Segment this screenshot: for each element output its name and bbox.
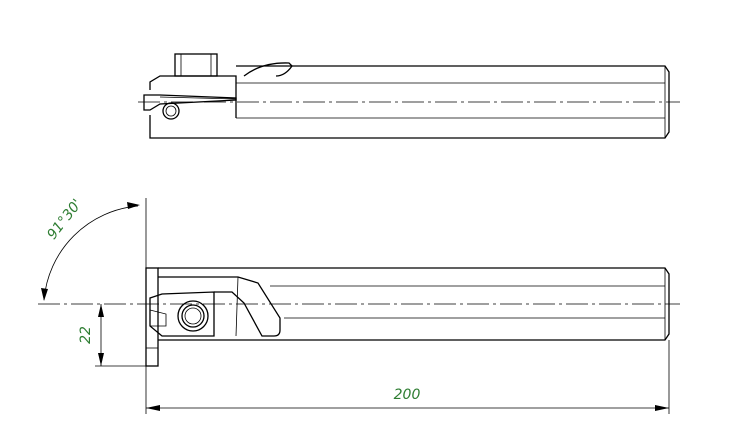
angle-dimension-text: 91°30': [44, 196, 85, 242]
top-view: [138, 53, 680, 139]
front-view-screw-middle: [181, 304, 205, 328]
front-view-screw-outer: [177, 300, 209, 332]
front-view-flange-plate: [145, 267, 159, 367]
top-view-clamp-outline: [149, 75, 237, 90]
front-view-clamp-outline: [158, 276, 281, 337]
top-view-pin-outer: [162, 102, 180, 120]
front-view-screw-inner: [184, 307, 202, 325]
height-dimension-text: 22: [78, 326, 94, 344]
front-view-clamp-inner: [235, 276, 239, 337]
dimensions: 200 22 91°30': [41, 196, 670, 414]
angle-arc: [43, 205, 139, 301]
top-view-insert: [143, 94, 237, 111]
angle-arrow-bottom: [41, 288, 48, 301]
front-view: [38, 267, 680, 367]
top-view-insert-line: [159, 96, 237, 100]
length-arrow-right: [655, 405, 669, 411]
top-view-pin-inner: [165, 105, 177, 117]
length-arrow-left: [146, 405, 160, 411]
angle-arrow-top: [127, 202, 140, 209]
top-view-chip-groove: [243, 62, 293, 77]
front-view-insert-tip: [149, 309, 167, 327]
height-arrow-top: [98, 304, 104, 317]
length-dimension-text: 200: [394, 387, 421, 403]
height-arrow-bottom: [98, 353, 104, 366]
